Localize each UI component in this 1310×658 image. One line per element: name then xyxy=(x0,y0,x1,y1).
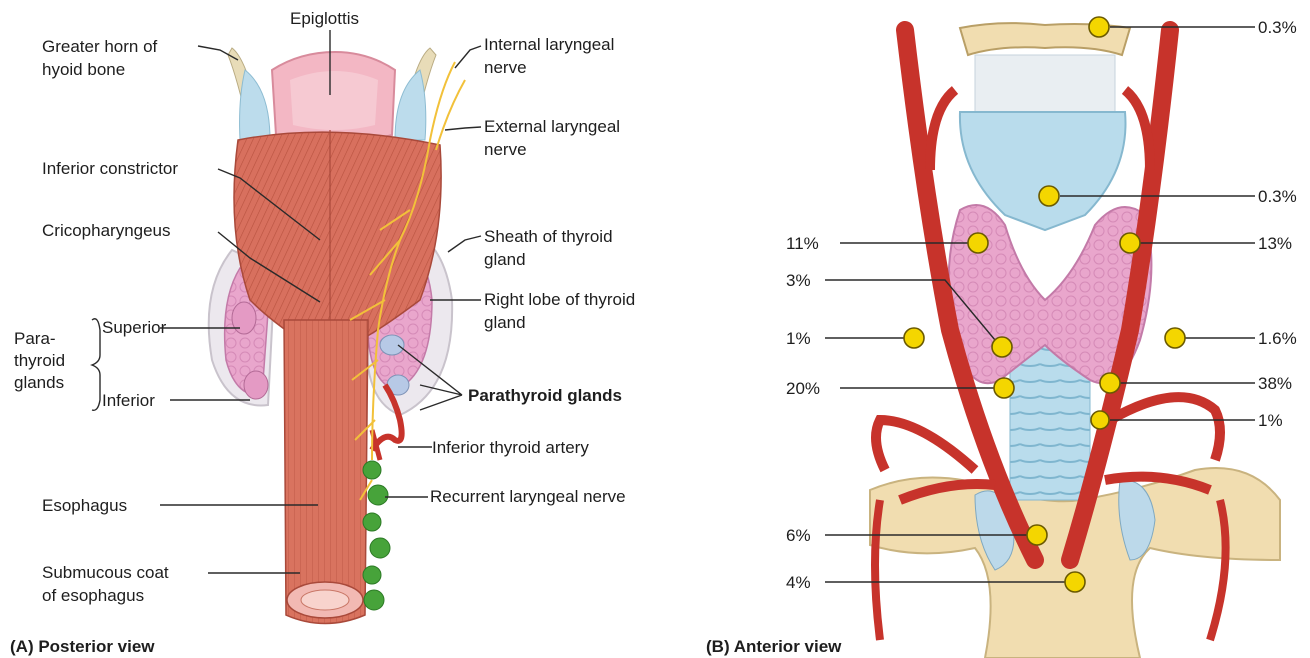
label-para-3: glands xyxy=(14,373,64,392)
label-external-nerve-1: External laryngeal xyxy=(484,117,620,136)
marker-right-lateral xyxy=(1165,328,1185,348)
percent-trachea: 1% xyxy=(1258,411,1283,430)
percent-top: 0.3% xyxy=(1258,18,1297,37)
marker-right-upper xyxy=(1120,233,1140,253)
percent-mediastinal-upper: 6% xyxy=(786,526,811,545)
label-sheath-2: gland xyxy=(484,250,526,269)
label-para-1: Para- xyxy=(14,329,56,348)
percent-left-lower: 20% xyxy=(786,379,820,398)
label-inferior: Inferior xyxy=(102,391,155,410)
caption-posterior-view: (A) Posterior view xyxy=(10,637,155,656)
label-inferior-constrictor: Inferior constrictor xyxy=(42,159,178,178)
label-parathyroid-glands: Parathyroid glands xyxy=(468,386,622,405)
label-cricopharyngeus: Cricopharyngeus xyxy=(42,221,171,240)
percent-left-mid: 3% xyxy=(786,271,811,290)
marker-left-lateral xyxy=(904,328,924,348)
label-superior: Superior xyxy=(102,318,167,337)
label-esophagus: Esophagus xyxy=(42,496,127,515)
parathyroid-superior-right xyxy=(380,335,404,355)
label-greater-horn-1: Greater horn of xyxy=(42,37,158,56)
marker-mediastinal-upper xyxy=(1027,525,1047,545)
marker-trachea xyxy=(1091,411,1109,429)
subclavian-right xyxy=(1110,397,1220,460)
parathyroid-superior-left xyxy=(232,302,256,334)
thyroid-cartilage-right xyxy=(395,70,426,140)
marker-left-lower xyxy=(994,378,1014,398)
label-external-nerve-2: nerve xyxy=(484,140,527,159)
marker-mediastinal-lower xyxy=(1065,572,1085,592)
marker-right-lower xyxy=(1100,373,1120,393)
marker-thyroid-cartilage xyxy=(1039,186,1059,206)
caption-anterior-view: (B) Anterior view xyxy=(706,637,842,656)
label-sheath-1: Sheath of thyroid xyxy=(484,227,613,246)
percent-left-lateral: 1% xyxy=(786,329,811,348)
thyrohyoid-membrane xyxy=(975,55,1115,115)
percent-left-upper: 11% xyxy=(786,234,819,253)
marker-left-mid xyxy=(992,337,1012,357)
parathyroid-inferior-left xyxy=(244,371,268,399)
label-greater-horn-2: hyoid bone xyxy=(42,60,125,79)
label-right-lobe-1: Right lobe of thyroid xyxy=(484,290,635,309)
label-submucous-1: Submucous coat xyxy=(42,563,169,582)
posterior-illustration: Epiglottis Greater horn of hyoid bone In… xyxy=(10,9,635,656)
label-submucous-2: of esophagus xyxy=(42,586,144,605)
percent-right-upper: 13% xyxy=(1258,234,1292,253)
label-internal-nerve-2: nerve xyxy=(484,58,527,77)
marker-top xyxy=(1089,17,1109,37)
anterior-illustration: 0.3% 0.3% 11% 13% 3% 1% 1.6% 20% 38% 1% … xyxy=(706,17,1297,658)
esophagus-tube xyxy=(284,320,368,624)
percent-mediastinal-lower: 4% xyxy=(786,573,811,592)
label-right-lobe-2: gland xyxy=(484,313,526,332)
percent-thyroid-cartilage: 0.3% xyxy=(1258,187,1297,206)
percent-right-lower: 38% xyxy=(1258,374,1292,393)
label-epiglottis: Epiglottis xyxy=(290,9,359,28)
external-carotid-right xyxy=(1125,90,1150,170)
thyroid-cartilage-left xyxy=(240,70,270,140)
label-para-2: thyroid xyxy=(14,351,65,370)
label-internal-nerve-1: Internal laryngeal xyxy=(484,35,614,54)
external-carotid-left xyxy=(930,90,955,170)
marker-left-upper xyxy=(968,233,988,253)
label-inferior-thyroid-artery: Inferior thyroid artery xyxy=(432,438,589,457)
percent-right-lateral: 1.6% xyxy=(1258,329,1297,348)
label-recurrent-nerve: Recurrent laryngeal nerve xyxy=(430,487,626,506)
subclavian-left xyxy=(876,420,975,470)
